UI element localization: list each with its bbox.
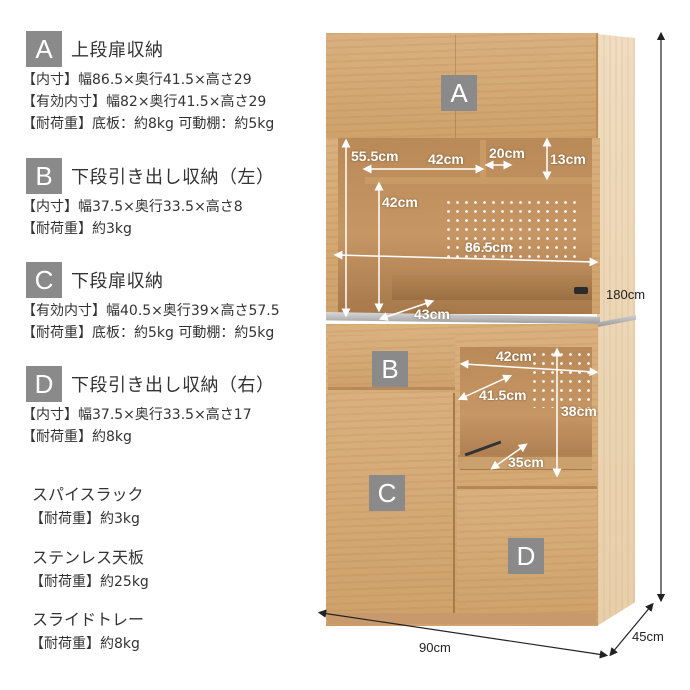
dim-total-width: 90cm [419, 640, 451, 655]
badge-a: A [26, 31, 62, 67]
dim-lower-open-width: 42cm [496, 348, 532, 364]
spec-d-line-2: 【耐荷重】約8kg [22, 429, 132, 445]
spec-a-title: 上段扉収納 [71, 40, 164, 61]
dim-upper-open-height: 55.5cm [351, 148, 399, 164]
spec-a: A 上段扉収納 【内寸】幅86.5×奥行41.5×高さ29 【有効内寸】幅82×… [22, 31, 274, 135]
extra-stainless-top-load: 【耐荷重】約25kg [30, 574, 149, 590]
badge-c: C [26, 262, 62, 298]
dim-tray-depth: 35cm [508, 454, 544, 470]
badge-b: B [26, 158, 62, 194]
upper-shelf [365, 177, 592, 184]
extra-stainless-top: ステンレス天板 【耐荷重】約25kg [30, 545, 149, 593]
dim-middle-height: 42cm [382, 194, 418, 210]
upper-frame-right [592, 138, 600, 314]
outlet [574, 287, 588, 294]
badge-d: D [26, 366, 62, 402]
dim-inner-width: 86.5cm [465, 239, 513, 255]
extra-spice-rack: スパイスラック 【耐荷重】約3kg [30, 482, 144, 530]
upper-frame-left [326, 138, 338, 314]
cabinet-badge-b: B [372, 351, 408, 387]
cabinet-badge-a: A [441, 75, 477, 111]
spec-d-title: 下段引き出し収納（右） [71, 375, 275, 396]
dim-total-depth: 45cm [632, 629, 664, 644]
extra-slide-tray-load: 【耐荷重】約8kg [30, 636, 140, 652]
counter-recess [392, 275, 592, 300]
spec-c-line-1: 【有効内寸】幅40.5×奥行39×高さ57.5 [22, 303, 280, 319]
spec-a-line-1: 【内寸】幅86.5×奥行41.5×高さ29 [22, 72, 252, 88]
dim-small-shelf-height: 13cm [550, 151, 586, 167]
cabinet-badge-c: C [369, 475, 405, 511]
dim-counter-depth: 43cm [414, 306, 450, 322]
cabinet-badge-d: D [508, 538, 544, 574]
spec-c-line-2: 【耐荷重】底板：約5kg 可動棚：約5kg [22, 325, 275, 341]
spec-b: B 下段引き出し収納（左） 【内寸】幅37.5×奥行33.5×高さ8 【耐荷重】… [22, 158, 275, 240]
dim-shelf-width: 42cm [428, 151, 464, 167]
dim-lower-open-height: 38cm [561, 403, 597, 419]
spec-b-title: 下段引き出し収納（左） [71, 167, 275, 188]
spec-c: C 下段扉収納 【有効内寸】幅40.5×奥行39×高さ57.5 【耐荷重】底板：… [22, 262, 280, 344]
spec-b-line-1: 【内寸】幅37.5×奥行33.5×高さ8 [22, 199, 243, 215]
spec-d-line-1: 【内寸】幅37.5×奥行33.5×高さ17 [22, 407, 252, 423]
spec-d: D 下段引き出し収納（右） 【内寸】幅37.5×奥行33.5×高さ17 【耐荷重… [22, 366, 275, 448]
dim-lower-open-depth: 41.5cm [479, 387, 527, 403]
spec-a-line-3: 【耐荷重】底板：約8kg 可動棚：約5kg [22, 116, 275, 132]
extra-slide-tray-title: スライドトレー [32, 610, 145, 629]
cabinet-side-panel [597, 34, 635, 626]
upper-shelf-divider [480, 140, 486, 180]
spec-c-title: 下段扉収納 [71, 271, 164, 292]
extra-stainless-top-title: ステンレス天板 [32, 548, 145, 567]
dim-small-shelf-width: 20cm [489, 145, 525, 161]
extra-spice-rack-load: 【耐荷重】約3kg [30, 511, 140, 527]
spec-a-line-2: 【有効内寸】幅82×奥行41.5×高さ29 [22, 94, 267, 110]
dim-total-height: 180cm [606, 287, 646, 302]
extra-spice-rack-title: スパイスラック [32, 485, 144, 504]
extra-slide-tray: スライドトレー 【耐荷重】約8kg [30, 607, 145, 655]
spec-b-line-2: 【耐荷重】約3kg [22, 221, 132, 237]
